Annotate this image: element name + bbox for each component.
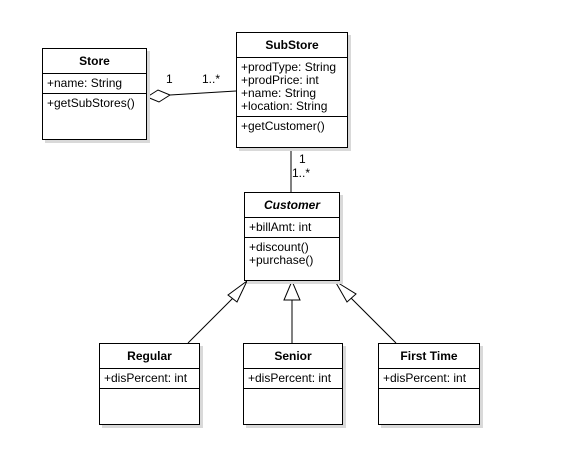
methods-section: +discount() +purchase() xyxy=(245,238,339,270)
attribute: +billAmt: int xyxy=(249,220,312,234)
attributes-section: +disPercent: int xyxy=(379,369,479,389)
attributes-section: +prodType: String +prodPrice: int +name:… xyxy=(237,58,347,117)
class-firsttime[interactable]: First Time +disPercent: int xyxy=(378,343,480,425)
multiplicity-store-end: 1 xyxy=(166,72,173,86)
aggregation-line xyxy=(169,90,237,96)
attribute: +disPercent: int xyxy=(383,371,467,385)
methods-section xyxy=(100,389,199,395)
methods-section: +getCustomer() xyxy=(237,117,347,136)
class-name: SubStore xyxy=(237,33,347,58)
method: +getSubStores() xyxy=(47,96,135,110)
generalization-arrowhead-senior xyxy=(283,279,301,301)
class-name: Regular xyxy=(100,344,199,369)
generalization-line-regular xyxy=(187,292,239,344)
class-senior[interactable]: Senior +disPercent: int xyxy=(243,343,343,425)
class-regular[interactable]: Regular +disPercent: int xyxy=(99,343,200,425)
method: +getCustomer() xyxy=(241,119,325,133)
method: +purchase() xyxy=(249,253,314,267)
methods-section xyxy=(244,389,342,395)
aggregation-diamond xyxy=(145,89,172,103)
attributes-section: +billAmt: int xyxy=(245,218,339,238)
attribute: +location: String xyxy=(241,99,328,113)
attribute: +prodType: String xyxy=(241,60,337,74)
attributes-section: +disPercent: int xyxy=(244,369,342,389)
class-substore[interactable]: SubStore +prodType: String +prodPrice: i… xyxy=(236,32,348,148)
class-name: First Time xyxy=(379,344,479,369)
generalization-line-firsttime xyxy=(345,292,397,344)
attribute: +name: String xyxy=(47,76,123,90)
multiplicity-customer-side: 1..* xyxy=(292,166,311,180)
attribute: +prodPrice: int xyxy=(241,73,319,87)
multiplicity-substore-side: 1 xyxy=(299,152,306,166)
class-store[interactable]: Store +name: String +getSubStores() xyxy=(42,48,147,140)
generalization-arrowhead-firsttime xyxy=(334,280,357,303)
attribute: +disPercent: int xyxy=(248,371,332,385)
attributes-section: +disPercent: int xyxy=(100,369,199,389)
class-name: Customer xyxy=(245,193,339,218)
generalization-arrowhead-regular xyxy=(227,280,248,303)
methods-section xyxy=(379,389,479,395)
method: +discount() xyxy=(249,240,309,254)
class-name: Store xyxy=(43,49,146,74)
methods-section: +getSubStores() xyxy=(43,94,146,113)
class-name: Senior xyxy=(244,344,342,369)
attribute: +disPercent: int xyxy=(104,371,188,385)
attribute: +name: String xyxy=(241,86,317,100)
attributes-section: +name: String xyxy=(43,74,146,94)
class-customer[interactable]: Customer +billAmt: int +discount() +purc… xyxy=(244,192,340,281)
multiplicity-substore-end: 1..* xyxy=(202,72,221,86)
